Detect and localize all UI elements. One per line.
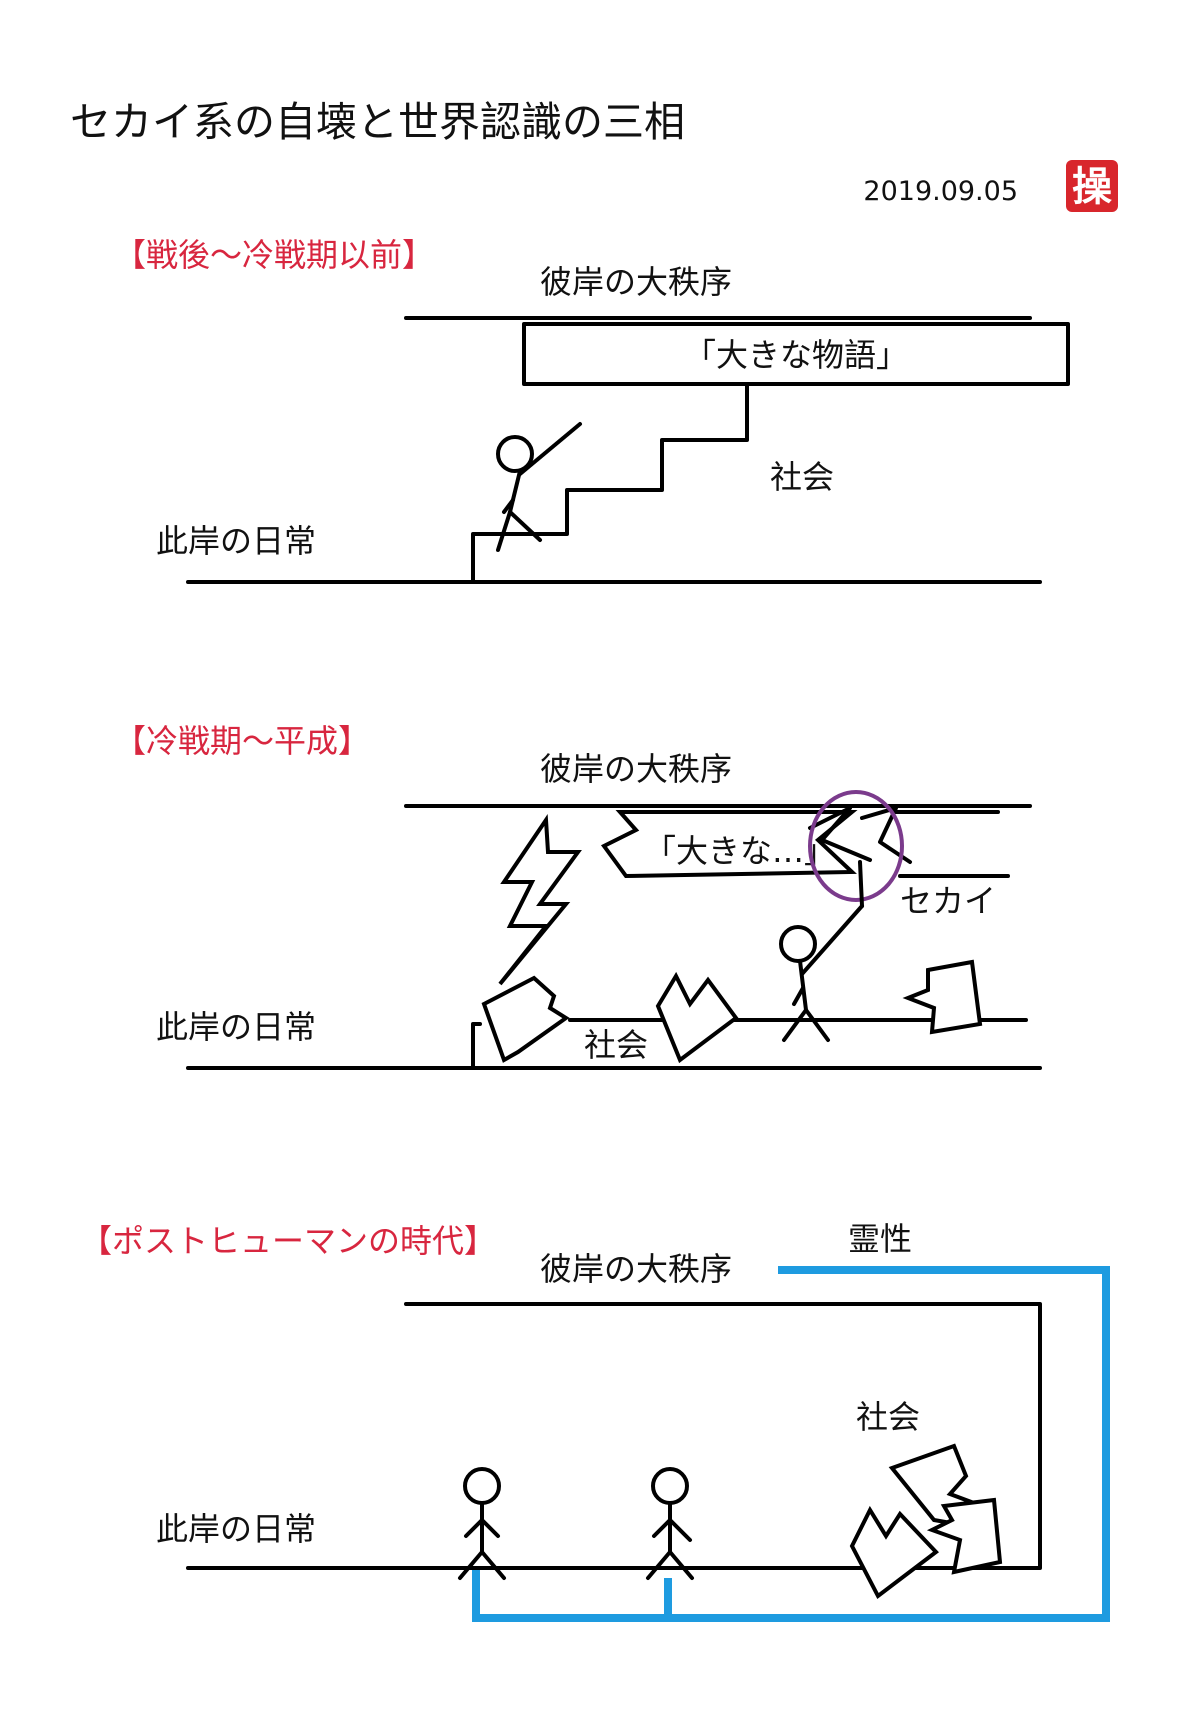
stick-figure-climbing xyxy=(496,422,582,552)
figure-arm-right xyxy=(480,1518,500,1538)
panel-1-story-text: 「大きな物語」 xyxy=(684,336,908,374)
figure-head xyxy=(463,1467,501,1505)
figure-raised-arm xyxy=(518,422,582,476)
figure-arm-left xyxy=(464,1518,484,1538)
society-fragment-1 xyxy=(481,975,570,1063)
figure-leg-left xyxy=(496,510,512,552)
panel-3-society-label: 社会 xyxy=(856,1398,920,1436)
date-label: 2019.09.05 xyxy=(863,176,1018,207)
panel-3-bottom-label: 此岸の日常 xyxy=(156,1510,316,1548)
panel-3-top-label: 彼岸の大秩序 xyxy=(540,1250,732,1288)
figure-leg-right xyxy=(480,1550,506,1580)
panel-2-society-label: 社会 xyxy=(584,1026,648,1064)
lightning-bolt-icon xyxy=(498,814,582,986)
figure-body xyxy=(508,469,522,514)
spirit-label: 霊性 xyxy=(848,1220,912,1258)
society-fragment-2 xyxy=(655,971,739,1064)
figure-head xyxy=(496,435,534,473)
figure-arm xyxy=(792,986,805,1006)
panel-1-story-box xyxy=(522,322,1070,386)
panel-2-bottom-label: 此岸の日常 xyxy=(156,1008,316,1046)
panel-posthuman: 【ポストヒューマンの時代】 彼岸の大秩序 霊性 社会 此岸の日常 xyxy=(80,1220,1110,1622)
stick-figure-standing-1 xyxy=(458,1467,506,1580)
figure-arm-left xyxy=(652,1518,672,1538)
panel-2-header: 【冷戦期〜平成】 xyxy=(114,722,370,760)
figure-leg-right xyxy=(508,510,542,542)
panel-1-header: 【戦後〜冷戦期以前】 xyxy=(114,236,434,274)
panel-2-crack-2 xyxy=(860,806,912,864)
society-pile-fragment-2 xyxy=(926,1497,1003,1575)
figure-body xyxy=(798,959,808,1012)
stick-figure-reaching xyxy=(779,860,864,1042)
panel-postwar: 【戦後〜冷戦期以前】 彼岸の大秩序 「大きな物語」 社会 此岸の日常 xyxy=(114,236,1070,584)
sekai-circle xyxy=(808,790,904,902)
figure-leg-right xyxy=(668,1550,694,1580)
page-title: セカイ系の自壊と世界認識の三相 xyxy=(70,98,685,146)
panel-2-top-label: 彼岸の大秩序 xyxy=(540,750,732,788)
seal-background xyxy=(1066,160,1118,212)
panel-2-step-remnant xyxy=(471,1022,482,1070)
panel-3-order-frame xyxy=(404,1302,1042,1570)
figure-reach-line xyxy=(858,860,864,908)
panel-1-staircase xyxy=(471,382,749,584)
panel-3-header: 【ポストヒューマンの時代】 xyxy=(80,1222,496,1260)
panel-2-story-text: 「大きな…」 xyxy=(644,832,836,870)
panel-1-bottom-label: 此岸の日常 xyxy=(156,522,316,560)
panel-2-broken-story-box xyxy=(600,810,858,879)
figure-leg-right xyxy=(804,1008,830,1042)
figure-arm xyxy=(502,498,515,514)
figure-head xyxy=(779,925,817,963)
society-pile-fragment-3 xyxy=(849,1505,939,1600)
figure-raised-arm xyxy=(800,904,864,976)
panel-cold-war: 【冷戦期〜平成】 彼岸の大秩序 「大きな…」 セカイ 社会 此岸の日常 xyxy=(114,722,1042,1070)
figure-head xyxy=(651,1467,689,1505)
figure-leg-left xyxy=(782,1008,808,1042)
sekai-label: セカイ xyxy=(900,882,996,920)
spirit-connection-line xyxy=(472,1266,1110,1622)
seal-character: 操 xyxy=(1072,163,1112,210)
panel-1-top-label: 彼岸の大秩序 xyxy=(540,263,732,301)
figure-leg-left xyxy=(646,1550,672,1580)
panel-1-society-label: 社会 xyxy=(770,458,834,496)
panel-2-crack-1 xyxy=(808,806,872,862)
stick-figure-standing-2 xyxy=(646,1467,694,1580)
figure-arm-right xyxy=(668,1518,692,1542)
seal-stamp: 操 xyxy=(1066,160,1118,212)
society-fragment-3 xyxy=(902,959,983,1035)
figure-leg-left xyxy=(458,1550,484,1580)
